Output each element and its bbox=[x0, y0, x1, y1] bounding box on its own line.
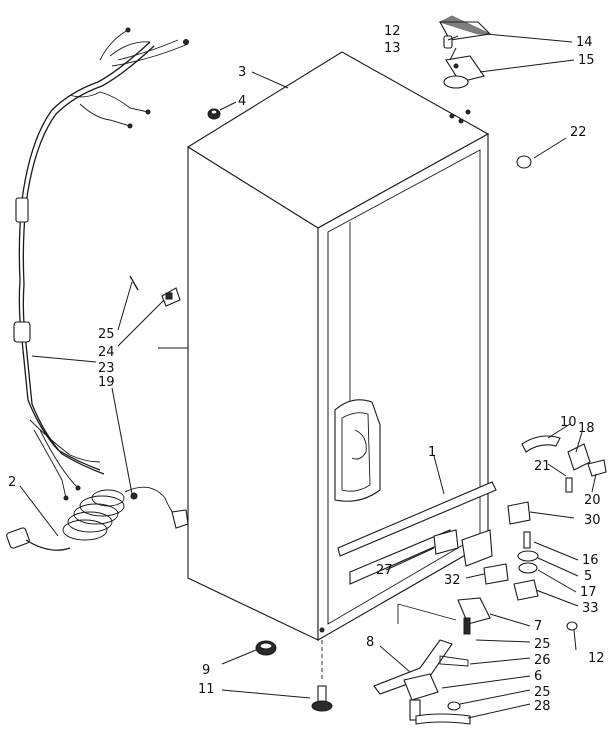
leader-lines bbox=[19, 33, 597, 719]
callout-28: 28 bbox=[534, 699, 551, 714]
callout-18: 18 bbox=[578, 421, 595, 436]
callout-24: 24 bbox=[98, 345, 115, 360]
right-side-parts bbox=[433, 435, 607, 631]
callout-25-bottom: 25 bbox=[534, 685, 551, 700]
callout-12-bottom: 12 bbox=[588, 651, 605, 666]
top-hinge bbox=[438, 15, 492, 89]
callout-6: 6 bbox=[534, 669, 542, 684]
bracket-24 bbox=[161, 287, 181, 307]
leveling-feet bbox=[255, 640, 333, 712]
callout-9: 9 bbox=[202, 663, 210, 678]
bottom-rail bbox=[337, 481, 497, 557]
callout-19: 19 bbox=[98, 375, 115, 390]
callout-13: 13 bbox=[384, 41, 401, 56]
cabinet-left-side bbox=[187, 146, 319, 641]
callout-25-left: 25 bbox=[98, 327, 115, 342]
callout-15: 15 bbox=[578, 53, 595, 68]
callout-12-top: 12 bbox=[384, 24, 401, 39]
callout-25-middle: 25 bbox=[534, 637, 551, 652]
callout-33: 33 bbox=[582, 601, 599, 616]
callout-30: 30 bbox=[584, 513, 601, 528]
callout-10: 10 bbox=[560, 415, 577, 430]
callout-20: 20 bbox=[584, 493, 601, 508]
callout-26: 26 bbox=[534, 653, 551, 668]
callout-32: 32 bbox=[444, 573, 461, 588]
callout-23: 23 bbox=[98, 361, 115, 376]
wiring-harness bbox=[13, 27, 189, 501]
cabinet bbox=[186, 51, 497, 680]
callout-1: 1 bbox=[428, 445, 436, 460]
callout-5: 5 bbox=[584, 569, 592, 584]
screw-25 bbox=[129, 275, 139, 291]
callout-2: 2 bbox=[8, 475, 16, 490]
callout-22: 22 bbox=[570, 125, 587, 140]
callout-17: 17 bbox=[580, 585, 597, 600]
callout-3: 3 bbox=[238, 65, 246, 80]
callout-7: 7 bbox=[534, 619, 542, 634]
callout-4: 4 bbox=[238, 94, 246, 109]
callout-8: 8 bbox=[366, 635, 374, 650]
callout-21: 21 bbox=[534, 459, 551, 474]
grommet-4 bbox=[207, 108, 221, 120]
bottom-hinge-assembly bbox=[373, 597, 491, 725]
power-cord bbox=[6, 486, 189, 551]
callout-11: 11 bbox=[198, 682, 215, 697]
callout-14: 14 bbox=[576, 35, 593, 50]
callout-27: 27 bbox=[376, 563, 393, 578]
callout-labels: 1 2 3 4 5 6 7 8 9 10 11 12 12 13 14 15 1… bbox=[8, 24, 605, 714]
callout-16: 16 bbox=[582, 553, 599, 568]
plug-22 bbox=[516, 155, 532, 169]
